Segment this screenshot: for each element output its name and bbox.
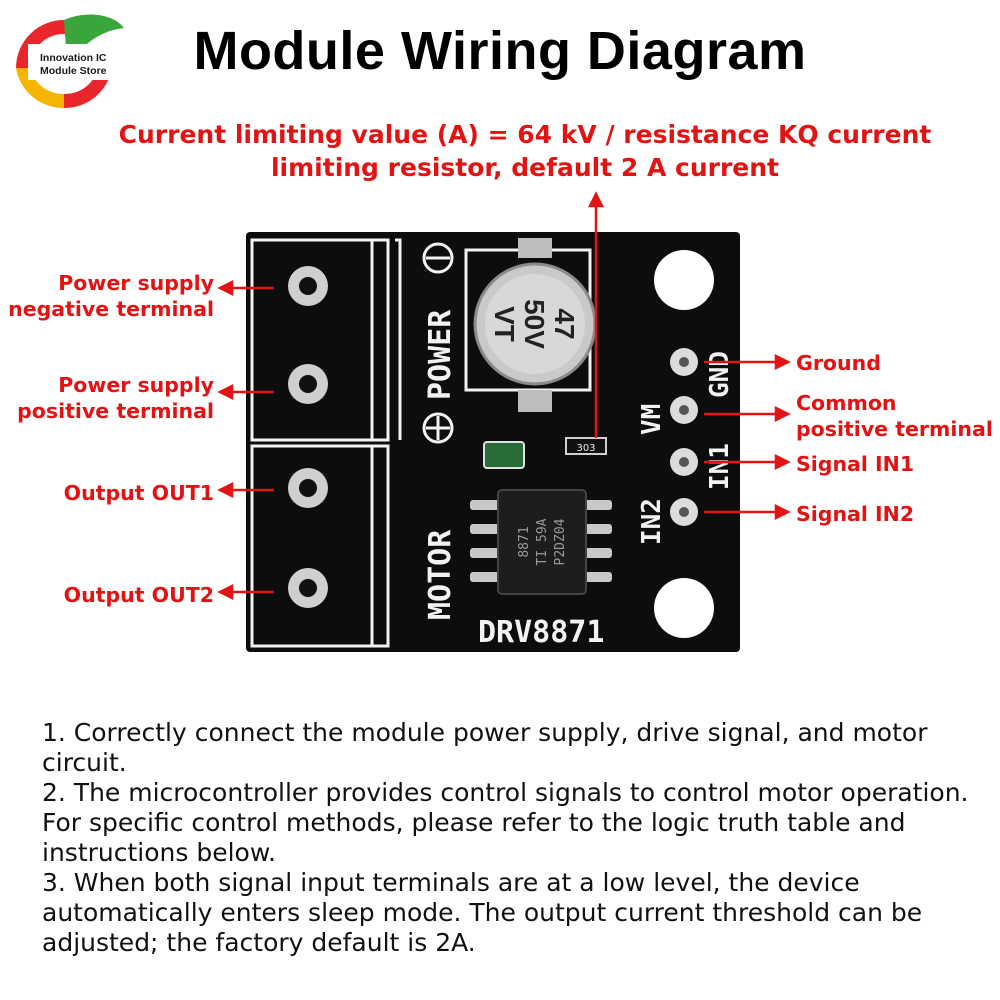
label-power-positive-line-1: Power supply — [58, 373, 214, 397]
leaf-logo-icon — [15, 14, 124, 109]
label-output-out1-line-1: Output OUT1 — [63, 481, 214, 505]
label-common-positive: Common positive terminal — [796, 390, 993, 442]
resistor-code: 303 — [576, 443, 595, 454]
chip-line-2: TI 59A — [535, 518, 550, 565]
chip-line-1: 8871 — [517, 526, 532, 557]
label-output-out2: Output OUT2 — [6, 582, 214, 608]
label-ground: Ground — [796, 350, 881, 376]
note-line-1: Current limiting value (A) = 64 kV / res… — [118, 120, 932, 149]
current-limit-note: Current limiting value (A) = 64 kV / res… — [100, 118, 950, 184]
silk-power: POWER — [423, 309, 458, 400]
capacitor: 47 50V VT — [464, 238, 597, 412]
silk-in2: IN2 — [637, 498, 667, 545]
label-power-negative: Power supply negative terminal — [6, 270, 214, 322]
label-ground-line-1: Ground — [796, 351, 881, 375]
label-power-positive-line-2: positive terminal — [17, 399, 214, 423]
label-signal-in1: Signal IN1 — [796, 451, 914, 477]
mounting-hole-bottom — [654, 578, 714, 638]
current-resistor — [565, 437, 607, 455]
label-output-out1: Output OUT1 — [6, 480, 214, 506]
instruction-1: 1. Correctly connect the module power su… — [42, 718, 928, 777]
header-pins — [670, 348, 698, 526]
silk-vm: VM — [637, 404, 667, 435]
label-common-positive-line-1: Common — [796, 391, 897, 415]
silk-motor: MOTOR — [423, 529, 458, 620]
polarity-symbols — [422, 242, 454, 444]
capacitor-value: 47 — [549, 308, 580, 339]
label-common-positive-line-2: positive terminal — [796, 417, 993, 441]
silk-gnd: GND — [705, 351, 735, 398]
label-power-positive: Power supply positive terminal — [6, 372, 214, 424]
terminal-holes — [288, 266, 328, 608]
instruction-3: 3. When both signal input terminals are … — [42, 868, 923, 957]
silk-model: DRV8871 — [478, 615, 604, 650]
label-power-negative-line-2: negative terminal — [8, 297, 214, 321]
label-output-out2-line-1: Output OUT2 — [63, 583, 214, 607]
driver-chip: 8871 TI 59A P2DZ04 — [470, 489, 612, 595]
logo-line-2: Module Store — [40, 65, 107, 77]
chip-line-3: P2DZ04 — [553, 518, 568, 565]
led-pad — [483, 441, 525, 469]
store-logo: Innovation IC Module Store — [6, 8, 126, 109]
logo-line-1: Innovation IC — [40, 52, 107, 64]
mounting-hole-top — [654, 250, 714, 310]
label-signal-in2: Signal IN2 — [796, 501, 914, 527]
capacitor-code: VT — [489, 306, 520, 342]
label-signal-in2-line-1: Signal IN2 — [796, 502, 915, 526]
instruction-2: 2. The microcontroller provides control … — [42, 778, 969, 867]
silk-in1: IN1 — [705, 443, 735, 490]
label-power-negative-line-1: Power supply — [58, 271, 214, 295]
pointer-arrows — [217, 191, 791, 601]
logo-text: Innovation IC Module Store — [40, 52, 130, 78]
page-title: Module Wiring Diagram — [193, 21, 807, 81]
terminal-outlines — [250, 238, 402, 648]
capacitor-voltage: 50V — [519, 299, 550, 349]
instructions: 1. Correctly connect the module power su… — [42, 718, 992, 958]
note-line-2: limiting resistor, default 2 A current — [270, 153, 780, 182]
label-signal-in1-line-1: Signal IN1 — [796, 452, 915, 476]
